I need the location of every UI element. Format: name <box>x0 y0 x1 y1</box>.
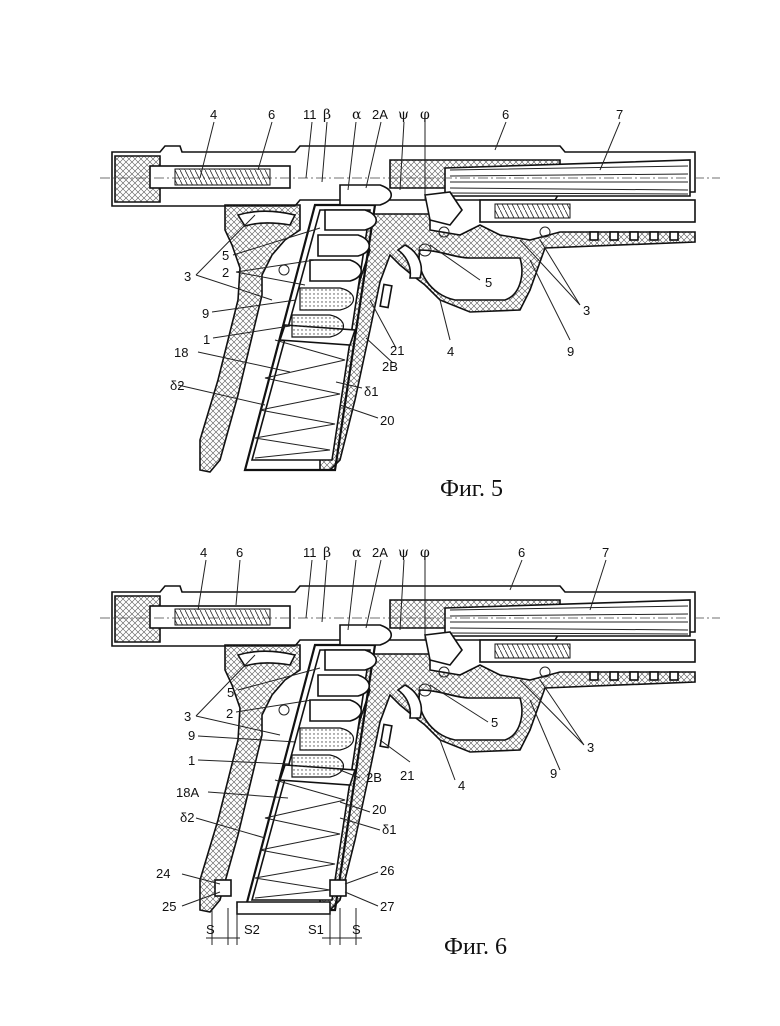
label-9a: 9 <box>202 306 209 321</box>
label-5b: 5 <box>491 715 498 730</box>
label-3a: 3 <box>184 269 191 284</box>
label-delta1: δ1 <box>382 822 396 837</box>
dim-S-left: S <box>206 922 215 937</box>
label-2A: 2A <box>372 545 388 560</box>
label-1: 1 <box>188 753 195 768</box>
label-6b: 6 <box>502 107 509 122</box>
label-20: 20 <box>372 802 386 817</box>
label-9b: 9 <box>550 766 557 781</box>
label-21: 21 <box>400 768 414 783</box>
label-2B: 2B <box>366 770 382 785</box>
label-20: 20 <box>380 413 394 428</box>
label-7: 7 <box>616 107 623 122</box>
label-6b: 6 <box>518 545 525 560</box>
label-9a: 9 <box>188 728 195 743</box>
label-phi: φ <box>420 107 430 123</box>
label-delta2: δ2 <box>170 378 184 393</box>
label-2B: 2B <box>382 359 398 374</box>
label-5b: 5 <box>485 275 492 290</box>
label-18: 18 <box>174 345 188 360</box>
label-delta1: δ1 <box>364 384 378 399</box>
label-27: 27 <box>380 899 394 914</box>
label-9b: 9 <box>567 344 574 359</box>
label-psi: ψ <box>398 545 409 561</box>
label-11: 11 <box>303 545 317 560</box>
label-6: 6 <box>236 545 243 560</box>
label-2: 2 <box>226 706 233 721</box>
label-4b: 4 <box>458 778 465 793</box>
label-1: 1 <box>203 332 210 347</box>
label-11: 11 <box>303 107 317 122</box>
label-psi: ψ <box>398 107 409 123</box>
figure-6: 4 6 11 β α 2A ψ φ 6 7 5 3 2 9 1 18A δ2 2… <box>100 545 720 960</box>
label-4: 4 <box>210 107 217 122</box>
label-delta2: δ2 <box>180 810 194 825</box>
label-2A: 2A <box>372 107 388 122</box>
dim-S1: S1 <box>308 922 324 937</box>
label-21: 21 <box>390 343 404 358</box>
label-5a: 5 <box>222 248 229 263</box>
caption-fig6: Фиг. 6 <box>444 934 507 960</box>
label-beta: β <box>323 545 331 561</box>
label-2: 2 <box>222 265 229 280</box>
dim-S2: S2 <box>244 922 260 937</box>
label-phi: φ <box>420 545 430 561</box>
dim-S-right: S <box>352 922 361 937</box>
label-24: 24 <box>156 866 170 881</box>
label-4: 4 <box>200 545 207 560</box>
label-3a: 3 <box>184 709 191 724</box>
label-3b: 3 <box>587 740 594 755</box>
label-26: 26 <box>380 863 394 878</box>
label-4b: 4 <box>447 344 454 359</box>
caption-fig5: Фиг. 5 <box>440 476 503 502</box>
label-beta: β <box>323 107 331 123</box>
label-alpha: α <box>352 545 362 561</box>
label-7: 7 <box>602 545 609 560</box>
label-alpha: α <box>352 107 362 123</box>
label-18A: 18A <box>176 785 199 800</box>
figure-5: 4 6 11 β α 2A ψ φ 6 7 5 2 3 9 1 18 δ2 5 … <box>100 107 720 502</box>
label-6: 6 <box>268 107 275 122</box>
label-3b: 3 <box>583 303 590 318</box>
label-5a: 5 <box>227 685 234 700</box>
label-25: 25 <box>162 899 176 914</box>
